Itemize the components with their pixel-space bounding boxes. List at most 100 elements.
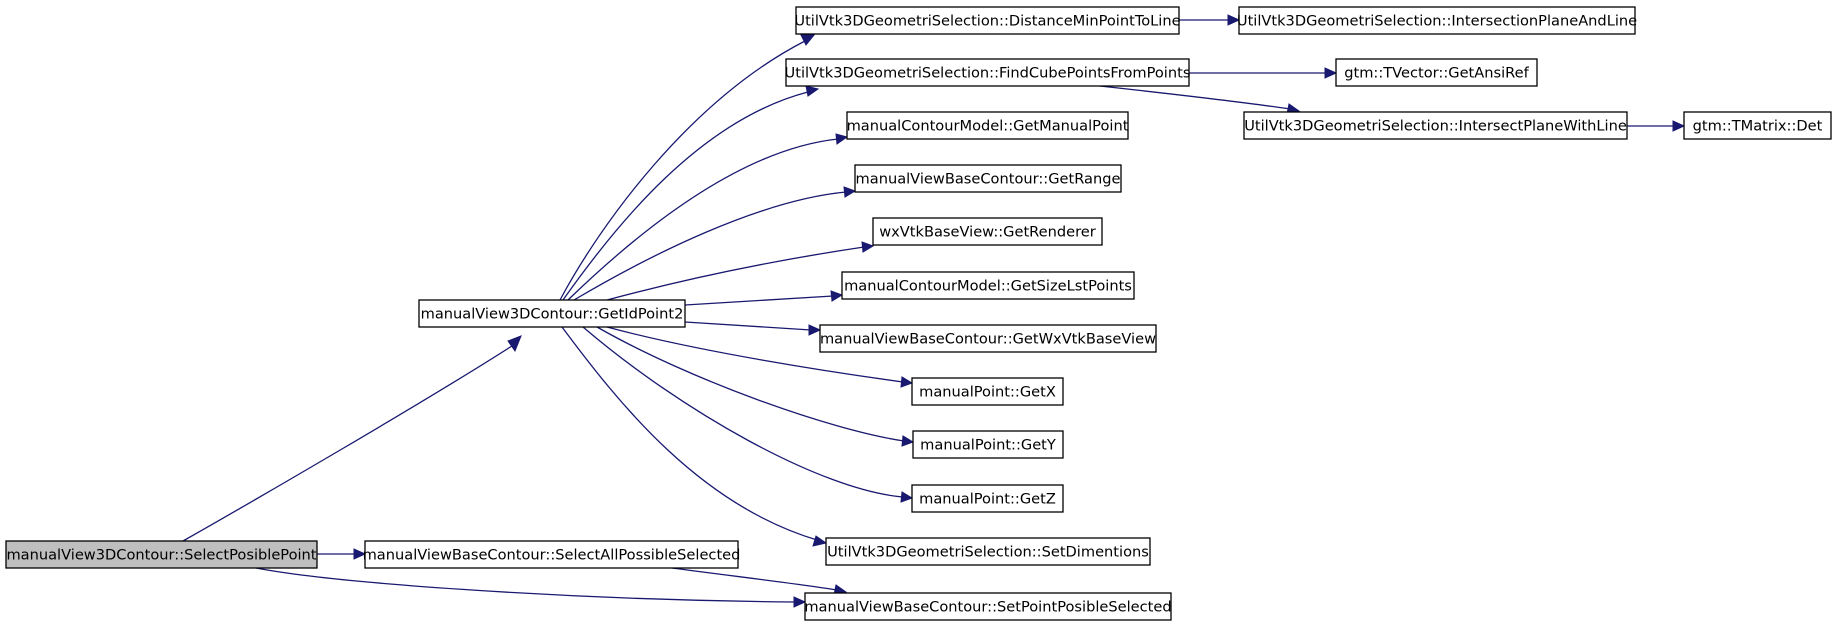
edge-line	[559, 40, 806, 301]
graph-node[interactable]: manualPoint::GetX	[911, 377, 1064, 406]
edge-line	[182, 343, 516, 542]
node-label: manualPoint::GetZ	[919, 491, 1056, 508]
edge-n1-n5	[562, 85, 820, 301]
node-box	[795, 6, 1180, 35]
edge-arrowhead	[1672, 120, 1686, 132]
node-label: manualContourModel::GetSizeLstPoints	[844, 278, 1132, 295]
node-box	[804, 592, 1172, 621]
edge-arrowhead	[901, 435, 915, 447]
node-label: manualView3DContour::SelectPosiblePoint	[6, 547, 316, 564]
node-box	[872, 217, 1103, 246]
graph-node[interactable]: UtilVtk3DGeometriSelection::FindCubePoin…	[785, 58, 1191, 87]
graph-node[interactable]: manualViewBaseContour::SetPointPosibleSe…	[804, 592, 1172, 621]
edge-line	[606, 326, 904, 383]
edge-n1-n9	[684, 290, 844, 306]
node-label: wxVtkBaseView::GetRenderer	[879, 224, 1096, 241]
edge-n17-n18	[1627, 120, 1686, 132]
edge-n1-n8	[606, 241, 875, 301]
edge-n5-n16	[1189, 67, 1338, 79]
edge-n1-n4	[559, 34, 816, 301]
edge-n1-n12	[596, 326, 915, 447]
edge-n0-n1	[182, 335, 522, 542]
node-label: manualViewBaseContour::SelectAllPossible…	[363, 547, 741, 564]
node-label: UtilVtk3DGeometriSelection::DistanceMinP…	[794, 13, 1180, 30]
node-label: manualPoint::GetY	[920, 437, 1056, 454]
edge-line	[684, 321, 812, 331]
edge-line	[596, 326, 905, 442]
node-box	[912, 430, 1064, 459]
node-box	[846, 111, 1129, 140]
graph-node[interactable]: manualContourModel::GetManualPoint	[846, 111, 1129, 140]
node-box	[825, 537, 1151, 566]
node-box	[1683, 111, 1832, 140]
graph-node[interactable]: UtilVtk3DGeometriSelection::IntersectPla…	[1243, 111, 1628, 140]
edge-arrowhead	[808, 324, 822, 336]
node-label: manualPoint::GetX	[919, 384, 1056, 401]
edge-n1-n6	[567, 133, 849, 301]
graph-node[interactable]: gtm::TVector::GetAnsiRef	[1335, 58, 1538, 87]
edge-line	[671, 567, 838, 591]
edge-arrowhead	[805, 85, 820, 97]
edge-n1-n13	[582, 326, 914, 503]
edges-layer	[182, 14, 1686, 608]
node-box	[364, 540, 739, 569]
node-label: UtilVtk3DGeometriSelection::Intersection…	[1237, 13, 1637, 30]
edge-arrowhead	[830, 290, 844, 302]
edge-line	[567, 138, 839, 301]
edge-n2-n3	[671, 567, 848, 596]
edge-arrowhead	[900, 376, 914, 388]
graph-node[interactable]: manualViewBaseContour::GetRange	[854, 164, 1122, 193]
node-box	[854, 164, 1122, 193]
node-box	[418, 299, 686, 328]
node-box	[841, 271, 1135, 300]
edge-n1-n14	[561, 326, 828, 547]
edge-line	[573, 191, 847, 301]
graph-node[interactable]: manualContourModel::GetSizeLstPoints	[841, 271, 1135, 300]
edge-line	[582, 326, 904, 498]
node-label: manualContourModel::GetManualPoint	[847, 118, 1129, 135]
graph-node[interactable]: manualViewBaseContour::GetWxVtkBaseView	[819, 324, 1157, 353]
root-node[interactable]: manualView3DContour::SelectPosiblePoint	[5, 540, 318, 569]
node-label: UtilVtk3DGeometriSelection::SetDimention…	[827, 544, 1149, 561]
node-box	[1243, 111, 1628, 140]
node-box	[1335, 58, 1538, 87]
graph-node[interactable]: UtilVtk3DGeometriSelection::SetDimention…	[825, 537, 1151, 566]
edge-arrowhead	[835, 133, 849, 145]
node-box	[785, 58, 1190, 87]
node-label: UtilVtk3DGeometriSelection::IntersectPla…	[1244, 118, 1627, 135]
edge-n5-n17	[1099, 85, 1301, 115]
graph-node[interactable]: manualView3DContour::GetIdPoint2	[418, 299, 686, 328]
edge-line	[255, 567, 796, 603]
graph-node[interactable]: UtilVtk3DGeometriSelection::Intersection…	[1237, 6, 1637, 35]
graph-node[interactable]: manualViewBaseContour::SelectAllPossible…	[363, 540, 741, 569]
edge-arrowhead	[1227, 14, 1241, 26]
graph-node[interactable]: gtm::TMatrix::Det	[1683, 111, 1832, 140]
edge-n1-n7	[573, 186, 857, 301]
edge-n0-n2	[317, 548, 367, 560]
edge-arrowhead	[353, 548, 367, 560]
nodes-layer: manualView3DContour::SelectPosiblePointm…	[5, 6, 1832, 621]
node-box	[911, 377, 1064, 406]
edge-arrowhead	[843, 186, 857, 198]
node-box	[911, 484, 1064, 513]
graph-node[interactable]: manualPoint::GetY	[912, 430, 1064, 459]
node-label: gtm::TMatrix::Det	[1693, 118, 1823, 135]
graph-node[interactable]: UtilVtk3DGeometriSelection::DistanceMinP…	[794, 6, 1181, 35]
node-label: UtilVtk3DGeometriSelection::FindCubePoin…	[785, 65, 1191, 82]
edge-n1-n10	[684, 321, 822, 336]
edge-line	[562, 91, 809, 301]
node-box	[1238, 6, 1636, 35]
edge-line	[561, 326, 818, 541]
edge-line	[606, 246, 865, 301]
node-box	[819, 324, 1157, 353]
node-label: manualView3DContour::GetIdPoint2	[421, 306, 684, 323]
edge-n1-n11	[606, 326, 914, 388]
node-label: manualViewBaseContour::GetWxVtkBaseView	[820, 331, 1156, 348]
node-label: manualViewBaseContour::GetRange	[856, 171, 1121, 188]
edge-n4-n15	[1179, 14, 1241, 26]
edge-arrowhead	[861, 241, 875, 253]
edge-line	[1099, 85, 1291, 110]
graph-node[interactable]: manualPoint::GetZ	[911, 484, 1064, 513]
graph-node[interactable]: wxVtkBaseView::GetRenderer	[872, 217, 1103, 246]
